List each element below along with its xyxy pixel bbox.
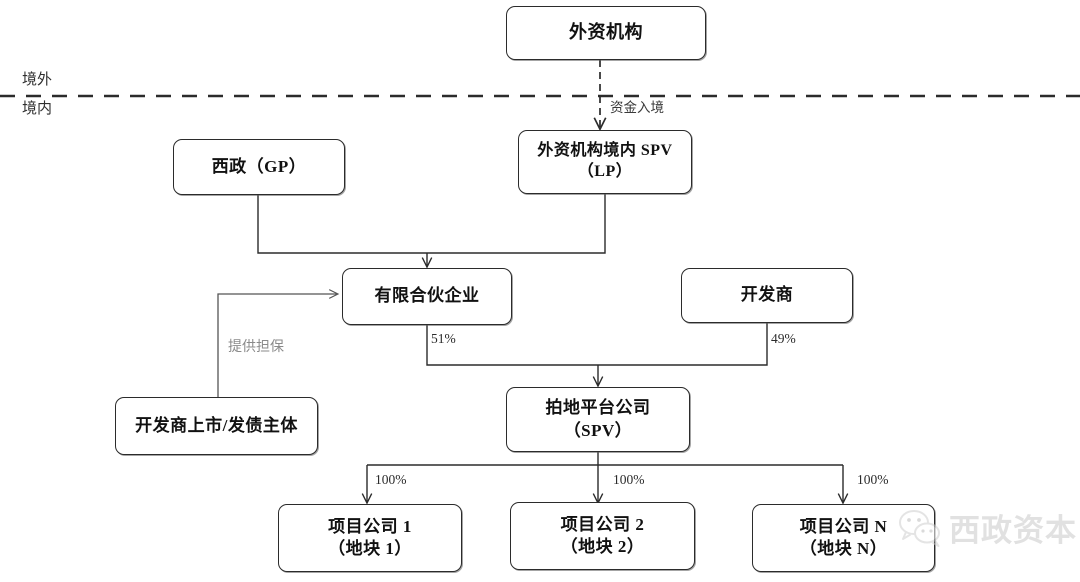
- node-onshore-spv-lp[interactable]: 外资机构境内 SPV （LP）: [518, 130, 692, 194]
- node-land-bidding-platform-label-line1: 拍地平台公司: [545, 398, 651, 418]
- node-project-company-2-label-line2: （地块 2）: [560, 537, 645, 556]
- wechat-icon: [899, 509, 940, 547]
- edge-label-sub2-share: 100%: [613, 472, 645, 487]
- edge-gp-to-partnership: [257, 194, 427, 254]
- node-developer[interactable]: 开发商: [681, 268, 853, 323]
- node-land-bidding-platform[interactable]: 拍地平台公司 （SPV）: [506, 387, 690, 452]
- edge-label-developer-share: 49%: [771, 331, 796, 346]
- node-project-company-1-label-line1: 项目公司 1: [328, 516, 412, 536]
- node-developer-listed-bond-entity[interactable]: 开发商上市/发债主体: [115, 397, 318, 455]
- node-developer-label: 开发商: [740, 285, 794, 305]
- node-foreign-institution-label: 外资机构: [569, 22, 643, 43]
- node-foreign-institution[interactable]: 外资机构: [506, 6, 706, 60]
- boundary-label-offshore: 境外: [22, 72, 53, 88]
- node-project-company-2[interactable]: 项目公司 2 （地块 2）: [510, 502, 695, 570]
- node-developer-listed-bond-entity-label: 开发商上市/发债主体: [135, 415, 298, 435]
- edge-label-capital-inflow: 资金入境: [610, 100, 664, 115]
- edge-label-provide-guarantee: 提供担保: [228, 340, 284, 355]
- edge-developer-49-to-platform: [598, 323, 768, 366]
- node-limited-partnership-label: 有限合伙企业: [374, 286, 480, 306]
- watermark: 西政资本: [897, 505, 1077, 550]
- node-project-company-1[interactable]: 项目公司 1 （地块 1）: [278, 504, 462, 572]
- edge-label-sub1-share: 100%: [375, 472, 407, 487]
- edge-label-subn-share: 100%: [857, 472, 889, 487]
- node-project-company-n-label-line1: 项目公司 N: [799, 516, 888, 536]
- node-xizheng-gp-label: 西政（GP）: [211, 156, 307, 176]
- node-land-bidding-platform-label-line2: （SPV）: [563, 420, 633, 440]
- edge-label-lp-share: 51%: [431, 331, 456, 346]
- watermark-text: 西政资本: [949, 513, 1077, 548]
- edge-lp-to-partnership: [427, 194, 606, 254]
- node-project-company-2-label-line1: 项目公司 2: [560, 514, 645, 534]
- node-limited-partnership[interactable]: 有限合伙企业: [342, 268, 512, 325]
- node-project-company-n-label-line2: （地块 N）: [799, 539, 888, 558]
- boundary-label-onshore: 境内: [22, 101, 53, 117]
- node-onshore-spv-lp-label-line2: （LP）: [577, 163, 633, 180]
- node-onshore-spv-lp-label-line1: 外资机构境内 SPV: [537, 142, 673, 160]
- node-project-company-1-label-line2: （地块 1）: [328, 539, 412, 558]
- node-xizheng-gp[interactable]: 西政（GP）: [173, 139, 345, 195]
